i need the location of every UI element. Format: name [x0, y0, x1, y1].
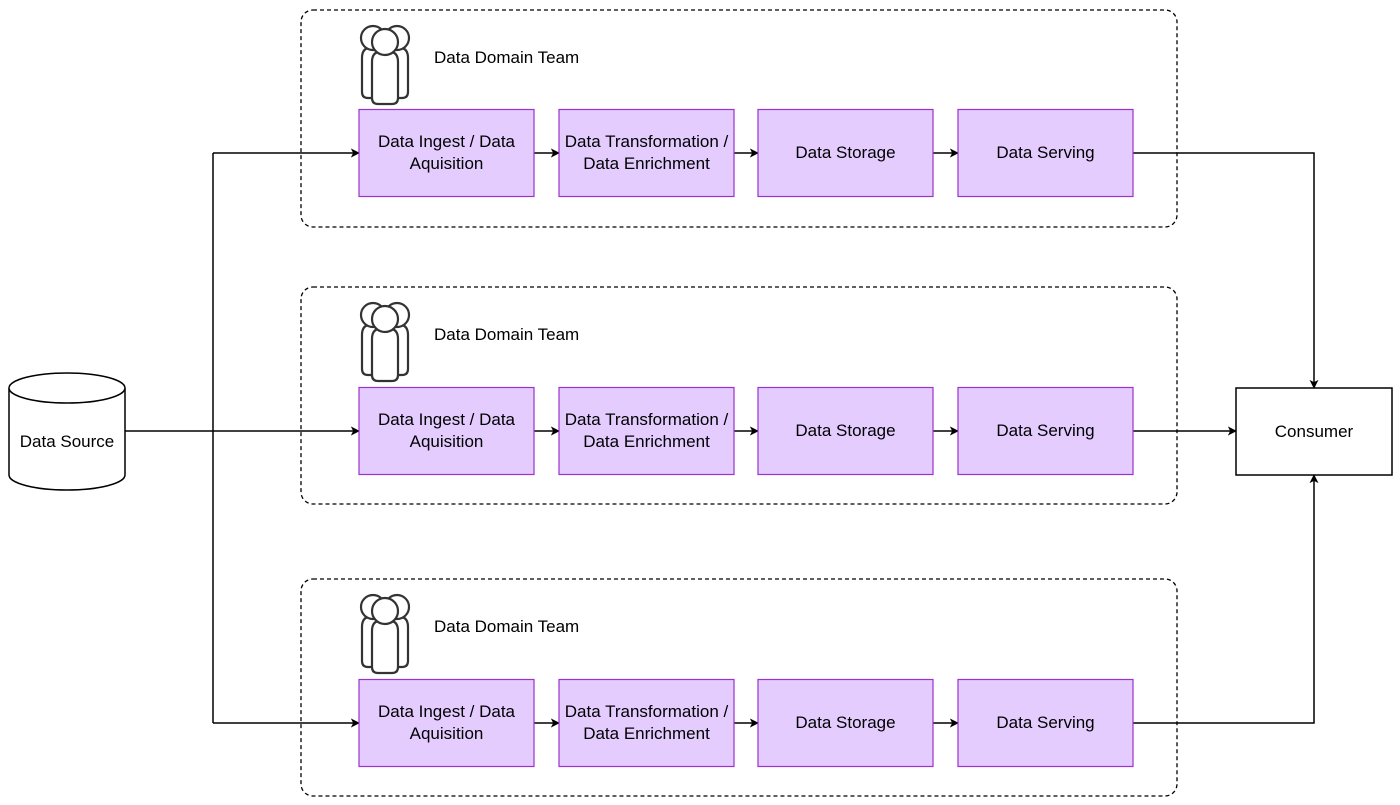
team-3-container [300, 578, 1178, 797]
team-3-stage-3-box [757, 678, 934, 768]
team-2-label: Data Domain Team [434, 325, 580, 344]
team-1-stage-4-box [957, 108, 1134, 198]
team-2-stage-4-label: Data Serving [996, 421, 1095, 440]
team-1-stage-3-label: Data Storage [795, 143, 896, 162]
data-source-cylinder [8, 372, 126, 491]
team-3-stage-2-box [558, 678, 735, 768]
team-1-stage-4-label: Data Serving [996, 143, 1095, 162]
team-3-label: Data Domain Team [434, 617, 580, 636]
team-2-stage-3-box [757, 386, 934, 476]
team-people-icon [359, 301, 411, 383]
team-people-icon [359, 24, 411, 106]
team-2-stage-2-box [558, 386, 735, 476]
team-3-stage-3-label: Data Storage [795, 713, 896, 732]
team-1-stage-3-box [757, 108, 934, 198]
data-source-label: Data Source [19, 432, 115, 451]
team-3-stage-4-label: Data Serving [996, 713, 1095, 732]
team-1-stage-2-box [558, 108, 735, 198]
team-3-to-consumer-arrow [1133, 474, 1319, 724]
team-1-container [300, 9, 1178, 228]
team-3-stage-2-label: Data Transformation / Data Enrichment [564, 702, 729, 743]
team-3-stage-1-box [358, 678, 535, 768]
team-2-stage-2-label: Data Transformation / Data Enrichment [564, 410, 729, 451]
team-1-stage-2-label: Data Transformation / Data Enrichment [564, 132, 729, 173]
team-1-label: Data Domain Team [434, 48, 580, 67]
team-2-stage-4-box [957, 386, 1134, 476]
team-3-stage-1-label: Data Ingest / Data Aquisition [377, 702, 516, 743]
team-people-icon [359, 593, 411, 675]
team-2-stage-1-label: Data Ingest / Data Aquisition [377, 410, 516, 451]
team-2-stage-3-label: Data Storage [795, 421, 896, 440]
consumer-box [1235, 387, 1393, 476]
team-1-to-consumer-arrow [1133, 152, 1319, 389]
team-2-stage-1-box [358, 386, 535, 476]
team-1-stage-1-label: Data Ingest / Data Aquisition [377, 132, 516, 173]
team-1-stage-1-box [358, 108, 535, 198]
consumer-label: Consumer [1274, 421, 1354, 441]
team-2-container [300, 286, 1178, 505]
team-3-stage-4-box [957, 678, 1134, 768]
